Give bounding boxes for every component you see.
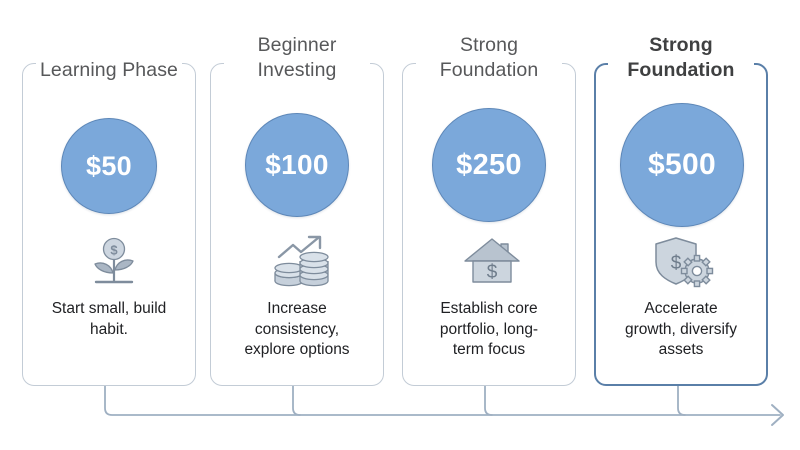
svg-text:$: $ (110, 243, 118, 258)
step-description-1: Start small, build habit. (51, 300, 167, 338)
svg-text:$: $ (487, 262, 498, 283)
step-amount-label-2: $100 (265, 149, 329, 180)
step-description-3: Establish core portfolio, long- term foc… (439, 300, 539, 358)
step-title-4: Strong Foundation (627, 34, 735, 81)
step-amount-label-3: $250 (456, 148, 522, 181)
step-amount-circle-4: $500 (620, 103, 744, 227)
step-description-2: Increase consistency, explore options (244, 300, 350, 358)
step-title-3: Strong Foundation (439, 34, 539, 81)
step-amount-circle-2: $100 (245, 113, 349, 217)
svg-text:$: $ (671, 253, 682, 274)
title-notch-1 (36, 56, 182, 72)
step-amount-label-1: $50 (86, 150, 132, 181)
step-amount-circle-1: $50 (61, 118, 157, 214)
title-notch-2 (224, 56, 370, 72)
step-amount-circle-3: $250 (432, 108, 546, 222)
title-notch-3 (416, 56, 562, 72)
title-notch-4 (608, 55, 754, 73)
shield-gear-dollar-icon: $ (652, 234, 716, 288)
step-amount-label-4: $500 (648, 148, 716, 181)
coin-stacks-growth-icon (270, 234, 334, 288)
step-title-1: Learning Phase (39, 59, 178, 81)
house-dollar-icon: $ (461, 234, 523, 288)
step-description-4: Accelerate growth, diversify assets (625, 300, 737, 358)
step-card-1[interactable] (22, 63, 196, 386)
step-title-2: Beginner Investing (257, 34, 337, 81)
seedling-coin-icon: $ (84, 236, 144, 288)
